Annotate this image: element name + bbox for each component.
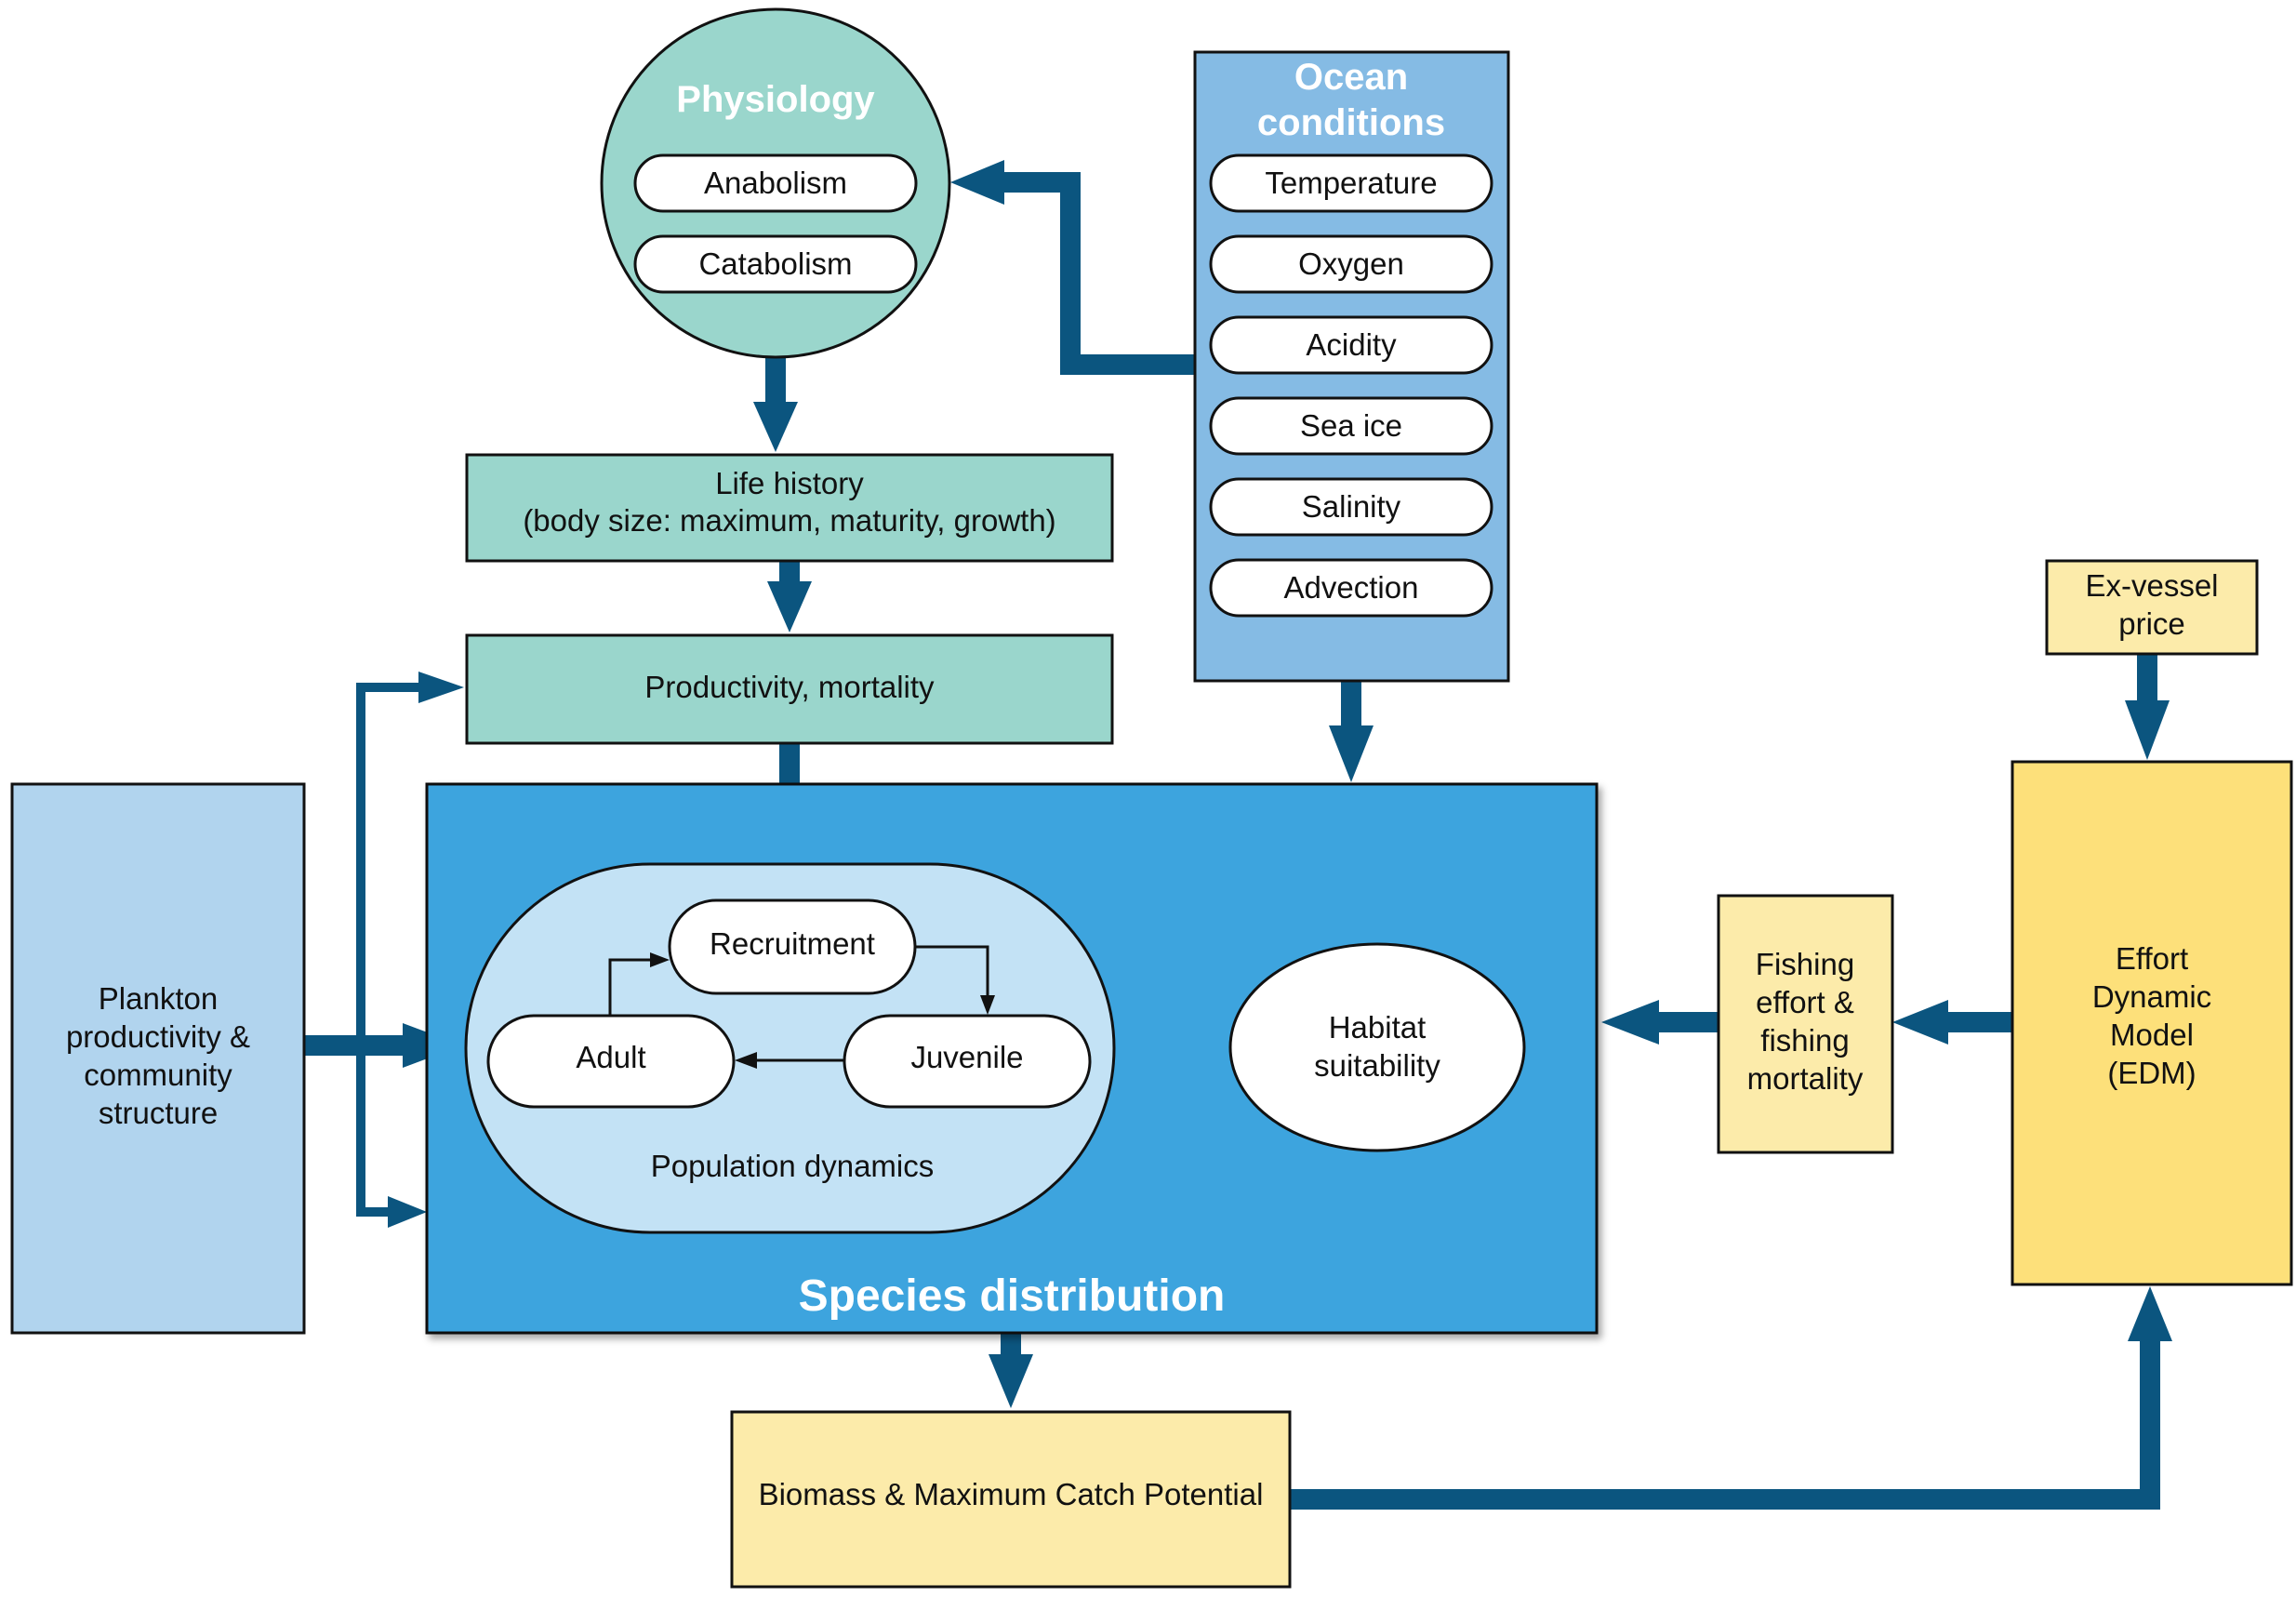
productivity-node: Productivity, mortality (465, 633, 1114, 745)
temperature-label: Temperature (1265, 166, 1437, 200)
advection-pill (1209, 558, 1493, 618)
anabolism-pill (633, 153, 918, 213)
catabolism-label: Catabolism (698, 246, 852, 281)
life-history-detail: (body size: maximum, maturity, growth) (523, 503, 1055, 538)
edm-line4: (EDM) (2107, 1056, 2196, 1090)
connector-adult-to-recruitment (608, 952, 670, 1016)
arrow-ocean-to-species (1329, 682, 1374, 782)
ex-vessel-line2: price (2118, 606, 2185, 641)
arrow-price-to-edm (2125, 654, 2170, 760)
productivity-label: Productivity, mortality (644, 670, 935, 704)
arrow-physiology-to-life-history (753, 358, 798, 452)
fishing-line3: fishing (1760, 1023, 1849, 1058)
plankton-node: Plankton productivity & community struct… (10, 782, 306, 1335)
arrow-plankton-to-species-lower (356, 1196, 427, 1228)
ex-vessel-price-node: Ex-vessel price (2045, 559, 2259, 656)
advection-label: Advection (1284, 570, 1419, 605)
life-history-node: Life history (body size: maximum, maturi… (465, 453, 1114, 563)
population-dynamics-group: Population dynamics Recruitment Adult Ju (464, 862, 1116, 1234)
salinity-pill (1209, 477, 1493, 537)
fishing-line1: Fishing (1756, 947, 1854, 981)
edm-line3: Model (2110, 1018, 2194, 1052)
sea-ice-pill (1209, 396, 1493, 456)
acidity-pill (1209, 315, 1493, 375)
recruitment-label: Recruitment (710, 926, 875, 961)
catabolism-pill (633, 234, 918, 294)
juvenile-pill (843, 1014, 1092, 1109)
fishing-line2: effort & (1756, 985, 1854, 1019)
habitat-line1: Habitat (1329, 1010, 1427, 1045)
biomass-node: Biomass & Maximum Catch Potential (730, 1410, 1292, 1589)
edm-line1: Effort (2116, 941, 2188, 976)
arrow-edm-to-fishing (1892, 1000, 2012, 1045)
arrow-life-history-to-productivity (767, 561, 812, 632)
edm-node: Effort Dynamic Model (EDM) (2011, 760, 2293, 1286)
life-history-title: Life history (715, 466, 864, 500)
species-distribution-node: Species distribution Population dynamics… (425, 782, 1599, 1335)
physiology-node: Physiology Anabolism Catabolism (600, 7, 951, 359)
species-distribution-title: Species distribution (799, 1271, 1226, 1321)
arrow-ocean-to-physiology (950, 160, 1195, 375)
arrow-plankton-to-productivity (356, 672, 464, 1217)
acidity-label: Acidity (1306, 327, 1397, 362)
plankton-line4: structure (99, 1096, 218, 1130)
habitat-line2: suitability (1314, 1048, 1440, 1083)
plankton-line2: productivity & (66, 1019, 250, 1054)
sea-ice-label: Sea ice (1300, 408, 1402, 443)
recruitment-pill (668, 898, 917, 995)
physiology-title: Physiology (676, 79, 875, 120)
plankton-line1: Plankton (99, 981, 218, 1016)
plankton-line3: community (84, 1058, 232, 1092)
biomass-label: Biomass & Maximum Catch Potential (759, 1477, 1264, 1511)
salinity-label: Salinity (1302, 489, 1401, 524)
arrow-biomass-to-edm (1290, 1286, 2172, 1510)
connector-juvenile-to-adult (735, 1052, 844, 1069)
ex-vessel-line1: Ex-vessel (2085, 568, 2218, 603)
ocean-conditions-title-line1: Ocean (1294, 57, 1408, 98)
oxygen-label: Oxygen (1298, 246, 1404, 281)
oxygen-pill (1209, 234, 1493, 294)
temperature-pill (1209, 153, 1493, 213)
habitat-suitability-node: Habitat suitability (1228, 942, 1526, 1152)
arrow-species-to-biomass (989, 1333, 1033, 1408)
adult-label: Adult (576, 1040, 645, 1074)
ocean-conditions-node: Ocean conditions Temperature Oxygen Acid… (1193, 50, 1510, 683)
fishing-node: Fishing effort & fishing mortality (1717, 894, 1894, 1154)
population-dynamics-label: Population dynamics (651, 1149, 935, 1183)
arrow-fishing-to-species (1601, 1000, 1719, 1045)
juvenile-label: Juvenile (910, 1040, 1023, 1074)
connector-recruitment-to-juvenile (915, 945, 995, 1015)
adult-pill (486, 1014, 736, 1109)
fishing-line4: mortality (1747, 1061, 1864, 1096)
anabolism-label: Anabolism (704, 166, 847, 200)
ocean-conditions-title-line2: conditions (1257, 102, 1445, 143)
edm-line2: Dynamic (2092, 979, 2211, 1014)
